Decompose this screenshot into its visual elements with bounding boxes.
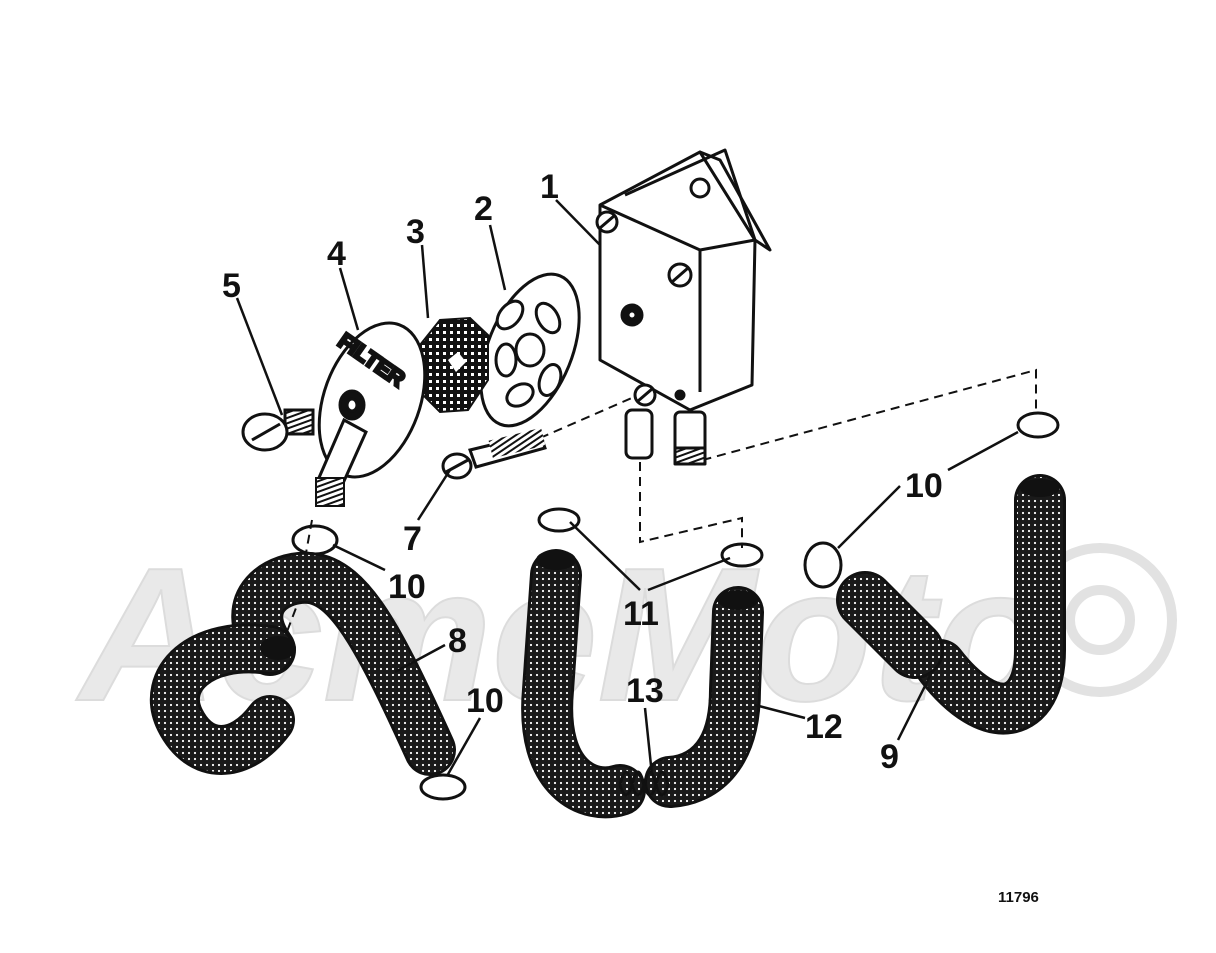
mounting-screw	[441, 427, 547, 480]
assembly-lines	[279, 368, 1037, 651]
leader-lines	[235, 199, 1019, 777]
callout-5: 5	[222, 267, 241, 305]
spring	[618, 770, 670, 797]
callout-10-top: 10	[388, 568, 426, 606]
callout-3: 3	[406, 213, 425, 251]
filter-screen	[416, 316, 489, 414]
clip-11-left	[537, 507, 581, 533]
callout-8: 8	[448, 622, 467, 660]
callouts: 1 2 3 4 5 7 8 9 10 10 10 11 12 13	[222, 168, 943, 776]
callout-10-right: 10	[905, 467, 943, 505]
clip-11-right	[720, 542, 764, 568]
callout-7: 7	[403, 520, 422, 558]
clip-10-right	[803, 541, 843, 589]
callout-12: 12	[805, 708, 843, 746]
callout-1: 1	[540, 168, 559, 206]
callout-13: 13	[626, 672, 664, 710]
callout-2: 2	[474, 190, 493, 228]
callout-11: 11	[623, 595, 659, 633]
callout-9: 9	[880, 738, 899, 776]
clip-10-bottom	[419, 773, 467, 801]
hose-8	[150, 551, 456, 776]
fuel-pump-body	[595, 148, 772, 466]
clip-10-upper-right	[1016, 411, 1060, 439]
filter-cover: FILTER	[315, 321, 427, 507]
callout-10-bottom: 10	[466, 682, 504, 720]
hose-9	[836, 474, 1066, 735]
callout-4: 4	[327, 235, 346, 273]
thumb-screw	[241, 408, 315, 452]
diaphragm-plate	[479, 272, 581, 428]
plate-number: 11796	[998, 889, 1039, 906]
hose-12	[521, 549, 764, 819]
